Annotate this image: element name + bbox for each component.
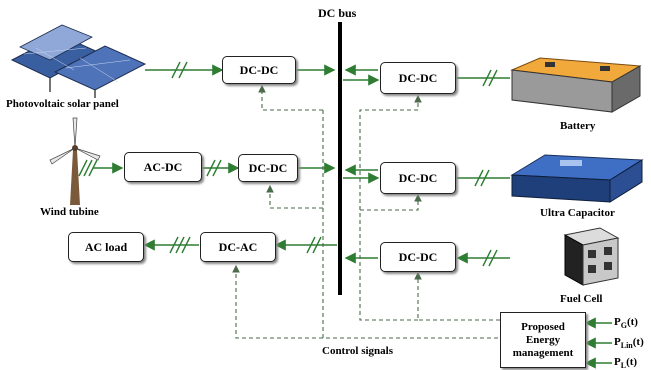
ultracap-label: Ultra Capacitor: [540, 207, 615, 219]
ac-load-box: AC load: [68, 232, 144, 262]
wind-acdc-converter: AC-DC: [124, 152, 202, 182]
bus-label: DC bus: [318, 6, 356, 21]
ems-input-arrows: [586, 323, 612, 363]
dcac-converter: DC-AC: [200, 232, 276, 262]
wind-label: Wind tubine: [40, 206, 99, 218]
fuel-cell-icon: [565, 228, 618, 285]
battery-label: Battery: [560, 120, 595, 132]
ems-line-3: management: [513, 347, 574, 360]
fuelcell-dcdc-converter: DC-DC: [380, 242, 456, 272]
ultracap-dcdc-converter: DC-DC: [380, 162, 456, 194]
input-plin: PLin(t): [614, 336, 644, 350]
input-pl: PL(t): [614, 356, 637, 370]
wind-dcdc-converter: DC-DC: [238, 154, 298, 182]
wind-turbine-icon: [50, 118, 100, 205]
pv-label: Photovoltaic solar panel: [6, 98, 119, 110]
ultra-capacitor-icon: [512, 155, 642, 202]
pv-dcdc-converter: DC-DC: [222, 56, 296, 84]
input-pg: PG(t): [614, 316, 638, 330]
solar-panel-icon: [12, 25, 145, 98]
control-signals-label: Control signals: [322, 345, 393, 357]
control-lines: [236, 86, 500, 338]
fuelcell-label: Fuel Cell: [560, 293, 602, 305]
ems-line-1: Proposed: [521, 321, 565, 334]
battery-icon: [512, 58, 640, 112]
battery-dcdc-converter: DC-DC: [380, 62, 456, 94]
ems-line-2: Energy: [526, 334, 560, 347]
energy-management-box: Proposed Energy management: [500, 312, 586, 368]
